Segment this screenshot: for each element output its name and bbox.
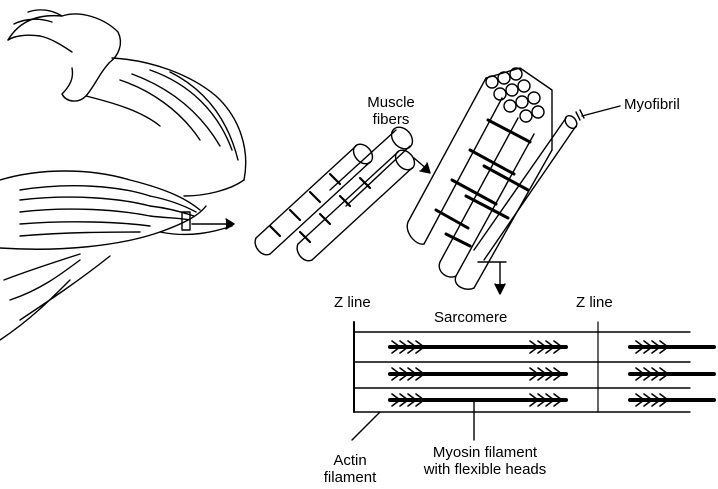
label-sarcomere: Sarcomere bbox=[434, 309, 507, 326]
myosin-line2: with flexible heads bbox=[400, 461, 570, 478]
actin-line1: Actin bbox=[310, 452, 390, 469]
muscle-fibers-line1: Muscle bbox=[356, 94, 426, 111]
myosin-line1: Myosin filament bbox=[400, 444, 570, 461]
actin-line2: filament bbox=[310, 469, 390, 486]
label-myosin-filament: Myosin filament with flexible heads bbox=[400, 444, 570, 478]
label-myofibril: Myofibril bbox=[624, 96, 680, 113]
label-z-line-right: Z line bbox=[576, 294, 613, 311]
muscle-fibers-illustration bbox=[255, 123, 430, 261]
label-muscle-fibers: Muscle fibers bbox=[356, 94, 426, 128]
muscle-fibers-line2: fibers bbox=[356, 111, 426, 128]
label-actin-filament: Actin filament bbox=[310, 452, 390, 486]
sarcomere-illustration bbox=[352, 322, 714, 440]
myofibril-bundle-illustration bbox=[407, 68, 620, 294]
label-z-line-left: Z line bbox=[334, 294, 371, 311]
arm-illustration bbox=[0, 10, 246, 340]
